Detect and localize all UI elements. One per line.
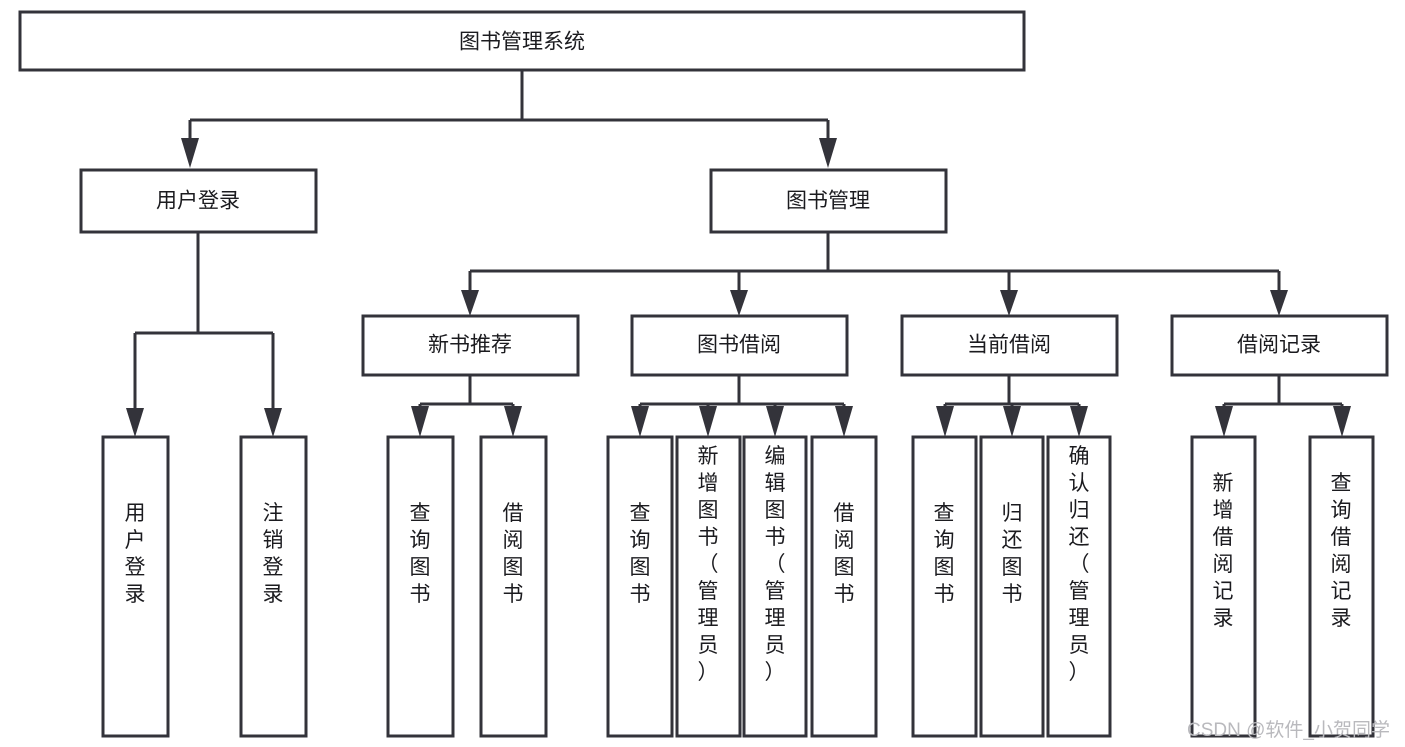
node-leaf-query-borrow-record[interactable]: 查询借阅记录	[1308, 435, 1375, 738]
node-leaf-user-login-label: 用户登录	[125, 502, 146, 606]
node-leaf-query-book-rec-box[interactable]	[386, 435, 455, 738]
watermark-label: CSDN @软件_小贺同学	[1187, 719, 1390, 741]
node-user-login[interactable]: 用户登录	[79, 168, 318, 234]
arrow-head-leaf-edit-book-admin	[766, 406, 784, 437]
node-leaf-query-book-cur[interactable]: 查询图书	[911, 435, 978, 738]
node-leaf-add-book-admin-box[interactable]	[675, 435, 742, 738]
node-book-borrow-box[interactable]	[630, 314, 849, 377]
node-book-manage[interactable]: 图书管理	[709, 168, 948, 234]
node-borrow-record-label: 借阅记录	[1237, 334, 1321, 357]
node-leaf-query-book-rec[interactable]: 查询图书	[386, 435, 455, 738]
arrow-head-leaf-user-login	[126, 408, 144, 437]
node-book-borrow-label: 图书借阅	[697, 334, 781, 357]
arrow-head-leaf-query-book-cur	[936, 406, 954, 437]
node-leaf-borrow-book[interactable]: 借阅图书	[810, 435, 878, 738]
node-leaf-query-book-cur-box[interactable]	[911, 435, 978, 738]
node-leaf-return-book[interactable]: 归还图书	[979, 435, 1045, 738]
node-root-label: 图书管理系统	[459, 31, 585, 54]
node-leaf-add-borrow-record-label: 新增借阅记录	[1213, 472, 1234, 630]
node-leaf-query-borrow-record-box[interactable]	[1308, 435, 1375, 738]
node-current-borrow[interactable]: 当前借阅	[900, 314, 1119, 377]
node-leaf-confirm-return-admin-box[interactable]	[1046, 435, 1112, 738]
node-root-box[interactable]	[18, 10, 1026, 72]
node-leaf-logout-label: 注销登录	[263, 502, 284, 606]
node-new-book-recommend-label: 新书推荐	[428, 334, 512, 357]
arrow-head-leaf-confirm-return-admin	[1070, 406, 1088, 437]
arrow-head-leaf-logout	[264, 408, 282, 437]
node-leaf-user-login-box[interactable]	[101, 435, 170, 738]
node-leaf-query-book-borrow-label: 查询图书	[630, 502, 651, 606]
node-borrow-record[interactable]: 借阅记录	[1170, 314, 1389, 377]
node-leaf-user-login[interactable]: 用户登录	[101, 435, 170, 738]
node-current-borrow-label: 当前借阅	[967, 334, 1051, 357]
node-leaf-add-book-admin[interactable]: 新增图书（管理员）	[675, 435, 742, 738]
arrow-head-leaf-query-book-rec	[411, 406, 429, 437]
node-current-borrow-box[interactable]	[900, 314, 1119, 377]
node-user-login-box[interactable]	[79, 168, 318, 234]
node-leaf-confirm-return-admin[interactable]: 确认归还（管理员）	[1046, 435, 1112, 738]
node-leaf-return-book-label: 归还图书	[1002, 502, 1023, 606]
arrow-head-leaf-add-borrow-record	[1215, 406, 1233, 437]
node-leaf-return-book-box[interactable]	[979, 435, 1045, 738]
node-book-manage-label: 图书管理	[786, 190, 870, 213]
node-leaf-borrow-book-label: 借阅图书	[834, 502, 855, 606]
arrow-head-leaf-query-borrow-record	[1333, 406, 1351, 437]
arrow-head-book-borrow	[730, 290, 748, 316]
node-leaf-borrow-book-rec-box[interactable]	[479, 435, 548, 738]
node-leaf-logout-box[interactable]	[239, 435, 308, 738]
node-leaf-edit-book-admin-box[interactable]	[742, 435, 808, 738]
node-leaf-logout[interactable]: 注销登录	[239, 435, 308, 738]
node-root[interactable]: 图书管理系统	[18, 10, 1026, 72]
arrow-head-borrow-record	[1270, 290, 1288, 316]
connector-layer	[126, 70, 1351, 437]
node-leaf-add-book-admin-label: 新增图书（管理员）	[698, 445, 719, 684]
node-leaf-query-book-borrow-box[interactable]	[606, 435, 674, 738]
node-leaf-borrow-book-rec-label: 借阅图书	[503, 502, 524, 606]
node-leaf-query-book-rec-label: 查询图书	[410, 502, 431, 606]
node-leaf-add-borrow-record[interactable]: 新增借阅记录	[1190, 435, 1257, 738]
node-leaf-edit-book-admin-label: 编辑图书（管理员）	[765, 445, 786, 684]
node-leaf-borrow-book-box[interactable]	[810, 435, 878, 738]
node-book-manage-box[interactable]	[709, 168, 948, 234]
node-new-book-recommend-box[interactable]	[361, 314, 580, 377]
arrow-head-current-borrow	[1000, 290, 1018, 316]
arrow-head-book-manage	[819, 138, 837, 168]
arrow-head-new-book-recommend	[461, 290, 479, 316]
arrow-head-leaf-query-book-borrow	[631, 406, 649, 437]
node-leaf-query-book-borrow[interactable]: 查询图书	[606, 435, 674, 738]
node-leaf-query-borrow-record-label: 查询借阅记录	[1331, 472, 1352, 630]
node-new-book-recommend[interactable]: 新书推荐	[361, 314, 580, 377]
node-leaf-query-book-cur-label: 查询图书	[934, 502, 955, 606]
node-leaf-borrow-book-rec[interactable]: 借阅图书	[479, 435, 548, 738]
node-leaf-edit-book-admin[interactable]: 编辑图书（管理员）	[742, 435, 808, 738]
node-leaf-add-borrow-record-box[interactable]	[1190, 435, 1257, 738]
arrow-head-user-login	[181, 138, 199, 168]
node-leaf-confirm-return-admin-label: 确认归还（管理员）	[1069, 445, 1090, 684]
arrow-head-leaf-add-book-admin	[699, 406, 717, 437]
node-borrow-record-box[interactable]	[1170, 314, 1389, 377]
arrow-head-leaf-return-book	[1003, 406, 1021, 437]
node-user-login-label: 用户登录	[156, 190, 240, 213]
arrow-head-leaf-borrow-book	[835, 406, 853, 437]
node-book-borrow[interactable]: 图书借阅	[630, 314, 849, 377]
arrow-head-leaf-borrow-book-rec	[504, 406, 522, 437]
